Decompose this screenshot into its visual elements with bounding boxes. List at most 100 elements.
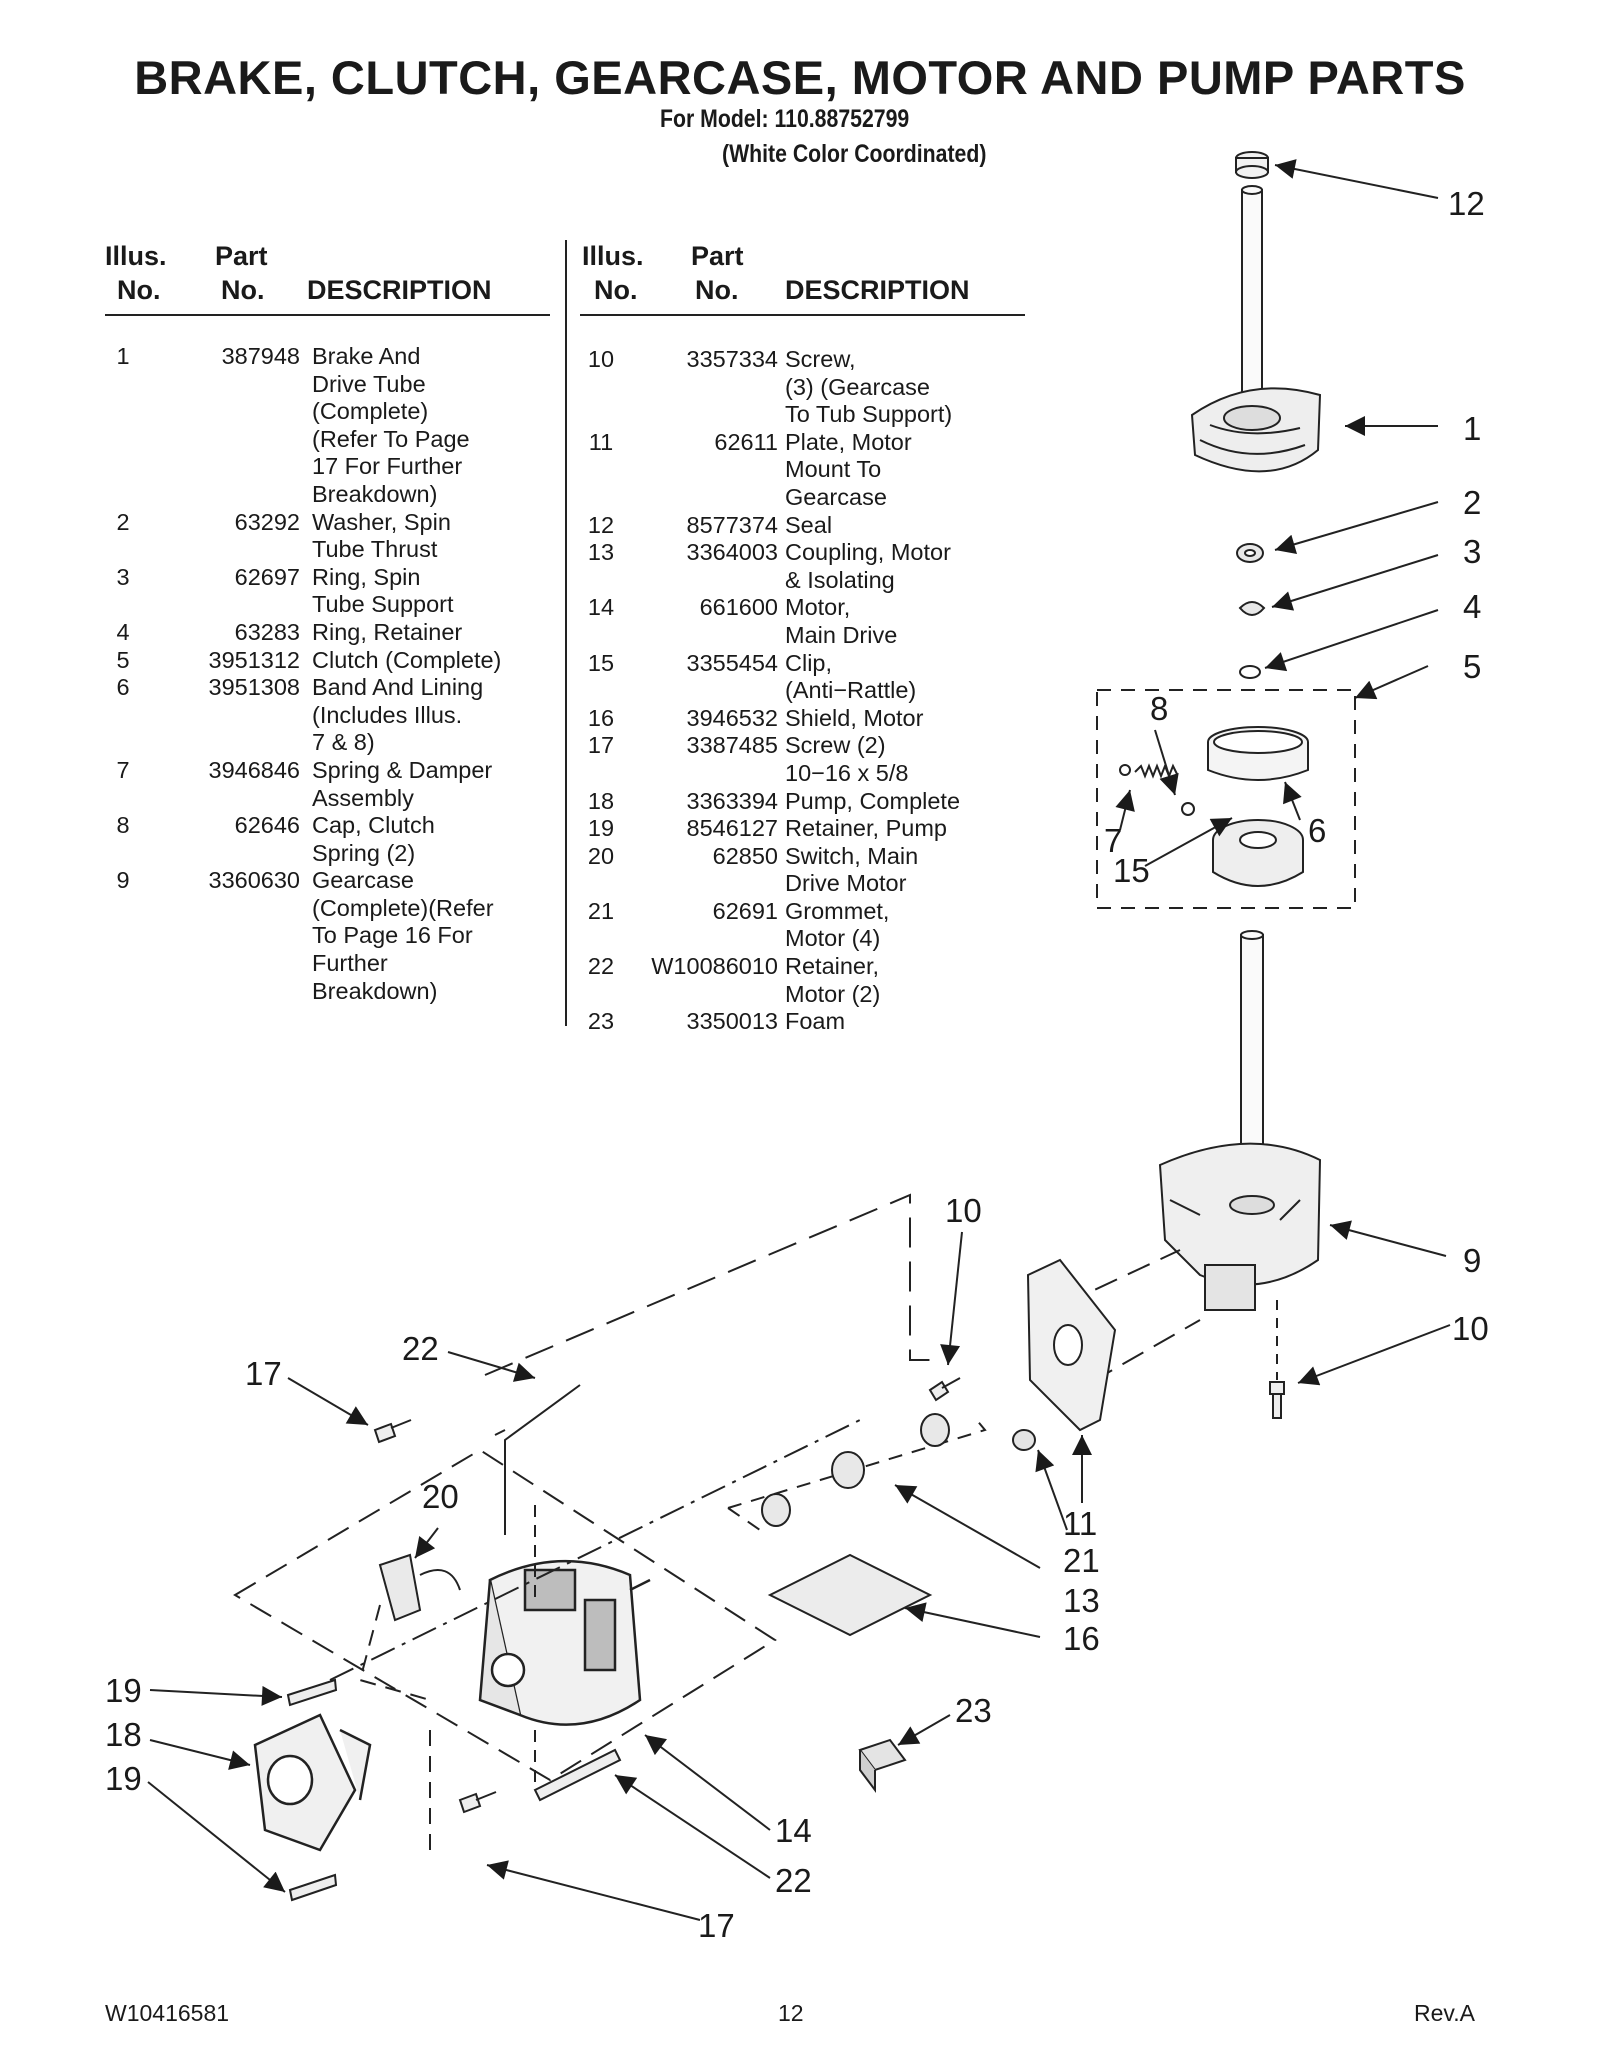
spring-damper-part	[1119, 763, 1195, 816]
table-row: 4 63283 Ring, Retainer	[105, 619, 550, 647]
page-title: BRAKE, CLUTCH, GEARCASE, MOTOR AND PUMP …	[134, 51, 1466, 104]
illus-number-cell: 21	[587, 897, 615, 924]
leader-lines	[147, 159, 1451, 1921]
gearcase-part	[1158, 1142, 1322, 1311]
part-header-bottom: No.	[221, 275, 265, 305]
callout-20: 20	[422, 1478, 459, 1515]
part-header-bottom: No.	[695, 275, 739, 305]
callout-5: 5	[1463, 648, 1481, 685]
part-number-cell: 3946846	[208, 756, 301, 783]
pump-retainer-part	[286, 1678, 338, 1902]
callout-22-top: 22	[402, 1330, 439, 1367]
callout-3: 3	[1463, 533, 1481, 570]
grommet-part	[1012, 1429, 1036, 1451]
thrust-washer-part	[1236, 543, 1264, 563]
illus-number-cell: 9	[116, 867, 130, 894]
callout-labels: 12 1 2 3 4 5 8 7 6 15 10 9 10 22 17 20 1…	[105, 185, 1489, 1944]
description-cell: Clutch (Complete)	[312, 646, 502, 673]
description-cell: Washer, Spin Tube Thrust	[312, 508, 451, 563]
part-number-cell: 3951312	[208, 646, 301, 673]
illus-number-cell: 19	[587, 815, 615, 842]
part-number-cell: 8546127	[686, 815, 779, 842]
description-cell: Ring, Spin Tube Support	[312, 563, 454, 618]
clutch-body-part	[1212, 819, 1304, 887]
description-cell: Screw, (3) (Gearcase To Tub Support)	[785, 346, 953, 428]
part-number-cell: 3951308	[208, 674, 301, 701]
description-cell: Screw (2) 10−16 x 5/8	[785, 732, 909, 786]
part-number-cell: 62697	[234, 563, 300, 590]
clutch-group-box	[1096, 689, 1356, 909]
callout-15: 15	[1113, 852, 1150, 889]
part-number-cell: 63292	[234, 508, 300, 535]
pump-part	[253, 1713, 372, 1852]
description-cell: Spring & Damper Assembly	[312, 756, 493, 811]
illus-number-cell: 18	[587, 787, 615, 814]
motor-shield-part	[767, 1553, 933, 1637]
seal-part	[1235, 151, 1269, 179]
description-cell: Seal	[785, 511, 833, 538]
illus-number-cell: 15	[587, 649, 615, 676]
illus-header-bottom: No.	[594, 275, 638, 305]
description-cell: Clip, (Anti−Rattle)	[785, 649, 917, 704]
document-number: W10416581	[105, 2000, 230, 2026]
part-number-cell: 8577374	[686, 511, 779, 538]
description-header: DESCRIPTION	[785, 275, 970, 305]
description-header: DESCRIPTION	[307, 275, 492, 305]
motor-retainer-part	[494, 1384, 581, 1535]
table-header: Illus. No. Part No. DESCRIPTION	[580, 238, 1025, 316]
illus-number-cell: 14	[587, 594, 615, 621]
part-number-cell: 3364003	[686, 539, 779, 566]
lower-motor-retainer-part	[533, 1748, 622, 1802]
illus-number-cell: 3	[116, 563, 130, 590]
part-number-cell: 63283	[234, 618, 300, 645]
gearcase-shaft	[1240, 930, 1264, 1211]
callout-16: 16	[1063, 1620, 1100, 1657]
illus-number-cell: 13	[587, 539, 615, 566]
callout-17-top: 17	[245, 1355, 282, 1392]
callout-23: 23	[955, 1692, 992, 1729]
table-row: 3 62697 Ring, Spin Tube Support	[105, 564, 550, 619]
illus-number-cell: 8	[116, 812, 130, 839]
table-header: Illus. No. Part No. DESCRIPTION	[105, 238, 550, 316]
callout-13: 13	[1063, 1582, 1100, 1619]
callout-2: 2	[1463, 484, 1481, 521]
description-cell: Plate, Motor Mount To Gearcase	[785, 428, 912, 510]
motor-screw-part	[373, 1419, 497, 1814]
clutch-band-part	[1207, 726, 1309, 781]
coupling-part	[761, 1413, 950, 1527]
callout-17-bottom: 17	[698, 1907, 735, 1944]
callout-19-top: 19	[105, 1672, 142, 1709]
motor-mount-plate-part	[1026, 1258, 1117, 1432]
spin-tube	[1241, 185, 1263, 416]
part-number-cell: 661600	[699, 594, 778, 621]
page-number: 12	[778, 2000, 804, 2026]
part-number-cell: 3363394	[686, 787, 779, 814]
callout-21: 21	[1063, 1542, 1100, 1579]
illus-number-cell: 11	[588, 428, 614, 455]
support-ring-part	[1238, 601, 1266, 616]
description-cell: Ring, Retainer	[312, 618, 463, 645]
description-cell: Gearcase (Complete)(Refer To Page 16 For…	[312, 867, 494, 1004]
illus-number-cell: 17	[587, 732, 615, 759]
motor-switch-part	[378, 1553, 461, 1622]
part-number-cell: 3360630	[208, 867, 301, 894]
illus-number-cell: 10	[587, 346, 615, 372]
plate-screw-part	[928, 1377, 961, 1402]
part-number-cell: 62850	[712, 842, 778, 869]
callout-11: 11	[1063, 1505, 1097, 1542]
part-number-cell: 387948	[221, 343, 300, 369]
table-divider	[565, 240, 567, 1026]
model-line: For Model: 110.88752799	[660, 105, 910, 133]
illus-number-cell: 4	[116, 618, 130, 645]
color-line: (White Color Coordinated)	[722, 140, 987, 168]
part-number-cell: 3946532	[686, 704, 779, 731]
